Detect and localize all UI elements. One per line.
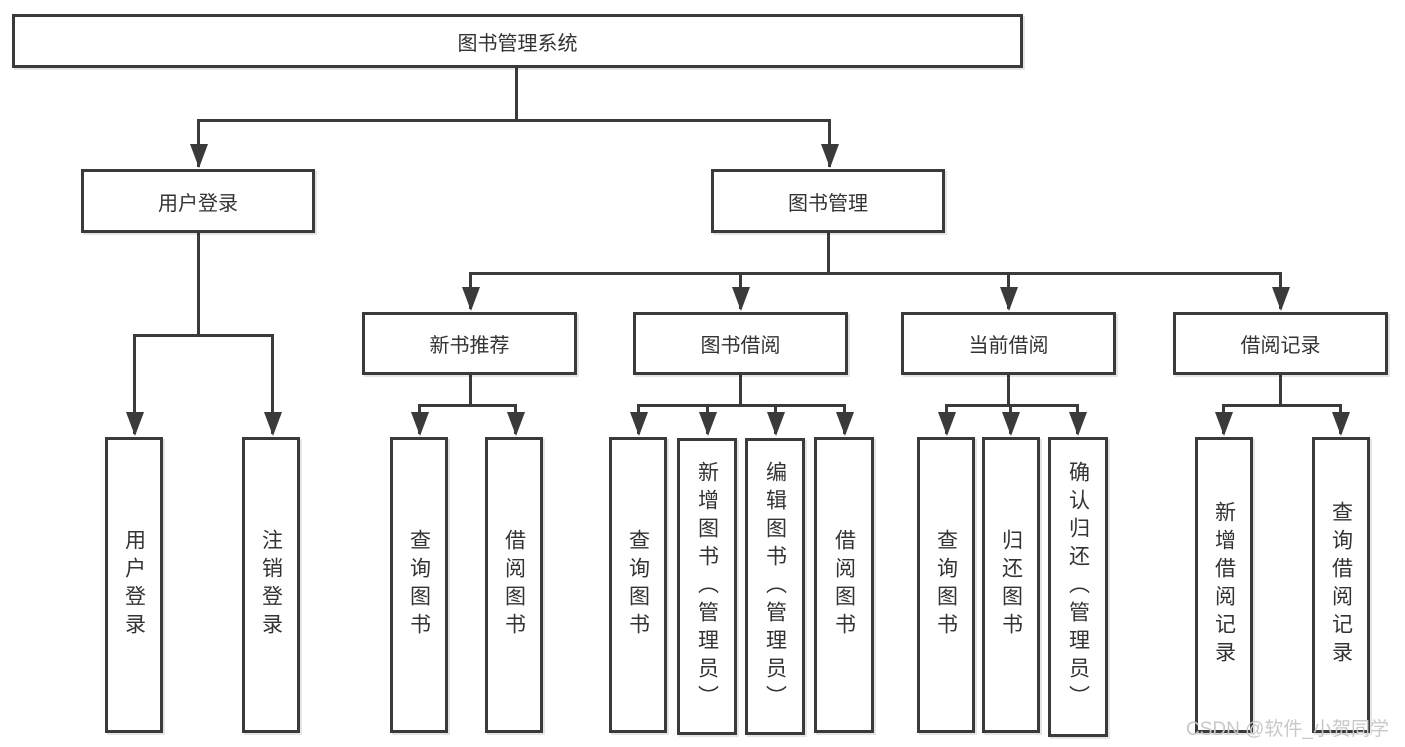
- connector-line: [133, 334, 274, 337]
- arrow-down-icon: [821, 144, 839, 168]
- node-new-book-recommend-label: 新书推荐: [429, 335, 510, 357]
- leaf-cb-query-books-label: 查询图书: [934, 529, 958, 641]
- connector-line: [418, 404, 517, 407]
- node-user-login-group: 用户登录: [81, 169, 315, 233]
- node-book-borrow: 图书借阅: [633, 312, 848, 375]
- node-current-borrow: 当前借阅: [901, 312, 1116, 375]
- leaf-bb-borrow-books: 借阅图书: [814, 437, 874, 733]
- arrow-down-icon: [126, 412, 144, 436]
- connector-line: [828, 119, 831, 167]
- node-book-borrow-label: 图书借阅: [700, 335, 781, 357]
- connector-line: [515, 68, 518, 121]
- leaf-logout: 注销登录: [242, 437, 300, 733]
- leaf-bb-edit-books-admin: 编辑图书（管理员）: [745, 438, 805, 735]
- leaf-nbr-borrow-books-label: 借阅图书: [502, 529, 526, 641]
- arrow-down-icon: [767, 412, 785, 436]
- node-new-book-recommend: 新书推荐: [362, 312, 577, 375]
- connector-line: [469, 375, 472, 406]
- node-book-management: 图书管理: [711, 169, 945, 233]
- node-borrow-records: 借阅记录: [1173, 312, 1388, 375]
- connector-line: [1222, 404, 1342, 407]
- node-current-borrow-label: 当前借阅: [968, 335, 1049, 357]
- arrow-down-icon: [1272, 287, 1290, 311]
- connector-line: [197, 233, 200, 337]
- connector-line: [133, 334, 136, 434]
- arrow-down-icon: [1332, 412, 1350, 436]
- arrow-down-icon: [264, 412, 282, 436]
- arrow-down-icon: [699, 412, 717, 436]
- arrow-down-icon: [462, 287, 480, 311]
- leaf-nbr-query-books: 查询图书: [390, 437, 448, 733]
- connector-line: [197, 119, 200, 167]
- connector-line: [637, 404, 846, 407]
- arrow-down-icon: [411, 412, 429, 436]
- node-user-login-group-label: 用户登录: [158, 192, 238, 215]
- leaf-br-query-record: 查询借阅记录: [1312, 437, 1370, 733]
- leaf-bb-add-books-admin-label: 新增图书（管理员）: [695, 460, 719, 713]
- leaf-br-query-record-label: 查询借阅记录: [1329, 501, 1353, 669]
- node-book-management-label: 图书管理: [788, 192, 868, 215]
- leaf-br-add-record: 新增借阅记录: [1195, 437, 1253, 733]
- arrow-down-icon: [630, 412, 648, 436]
- arrow-down-icon: [836, 412, 854, 436]
- arrow-down-icon: [938, 412, 956, 436]
- node-root-label: 图书管理系统: [457, 32, 578, 55]
- leaf-nbr-query-books-label: 查询图书: [407, 529, 431, 641]
- arrow-down-icon: [190, 144, 208, 168]
- leaf-cb-confirm-return-admin-label: 确认归还（管理员）: [1066, 461, 1090, 713]
- leaf-bb-query-books-label: 查询图书: [626, 529, 650, 641]
- leaf-user-login: 用户登录: [105, 437, 163, 733]
- arrow-down-icon: [1215, 412, 1233, 436]
- arrow-down-icon: [1002, 412, 1020, 436]
- leaf-bb-query-books: 查询图书: [609, 437, 667, 733]
- arrow-down-icon: [732, 287, 750, 311]
- arrow-down-icon: [1069, 412, 1087, 436]
- arrow-down-icon: [507, 412, 525, 436]
- connector-line: [469, 272, 1282, 275]
- watermark: CSDN @软件_小贺同学: [1186, 719, 1389, 740]
- leaf-user-login-label: 用户登录: [122, 529, 146, 641]
- leaf-cb-return-books: 归还图书: [982, 437, 1040, 733]
- leaf-logout-label: 注销登录: [259, 529, 283, 641]
- leaf-cb-return-books-label: 归还图书: [999, 529, 1023, 641]
- connector-line: [1007, 375, 1010, 406]
- leaf-nbr-borrow-books: 借阅图书: [485, 437, 543, 733]
- leaf-cb-confirm-return-admin: 确认归还（管理员）: [1048, 437, 1108, 737]
- connector-line: [271, 334, 274, 434]
- node-borrow-records-label: 借阅记录: [1240, 335, 1321, 357]
- arrow-down-icon: [1000, 287, 1018, 311]
- node-root: 图书管理系统: [12, 14, 1023, 68]
- connector-line: [1279, 375, 1282, 406]
- leaf-bb-borrow-books-label: 借阅图书: [832, 529, 856, 641]
- connector-line: [739, 375, 742, 406]
- leaf-br-add-record-label: 新增借阅记录: [1212, 501, 1236, 669]
- connector-line: [197, 119, 831, 122]
- connector-line: [827, 233, 830, 274]
- leaf-cb-query-books: 查询图书: [917, 437, 975, 733]
- connector-line: [945, 404, 1079, 407]
- leaf-bb-add-books-admin: 新增图书（管理员）: [677, 438, 737, 735]
- leaf-bb-edit-books-admin-label: 编辑图书（管理员）: [763, 460, 787, 713]
